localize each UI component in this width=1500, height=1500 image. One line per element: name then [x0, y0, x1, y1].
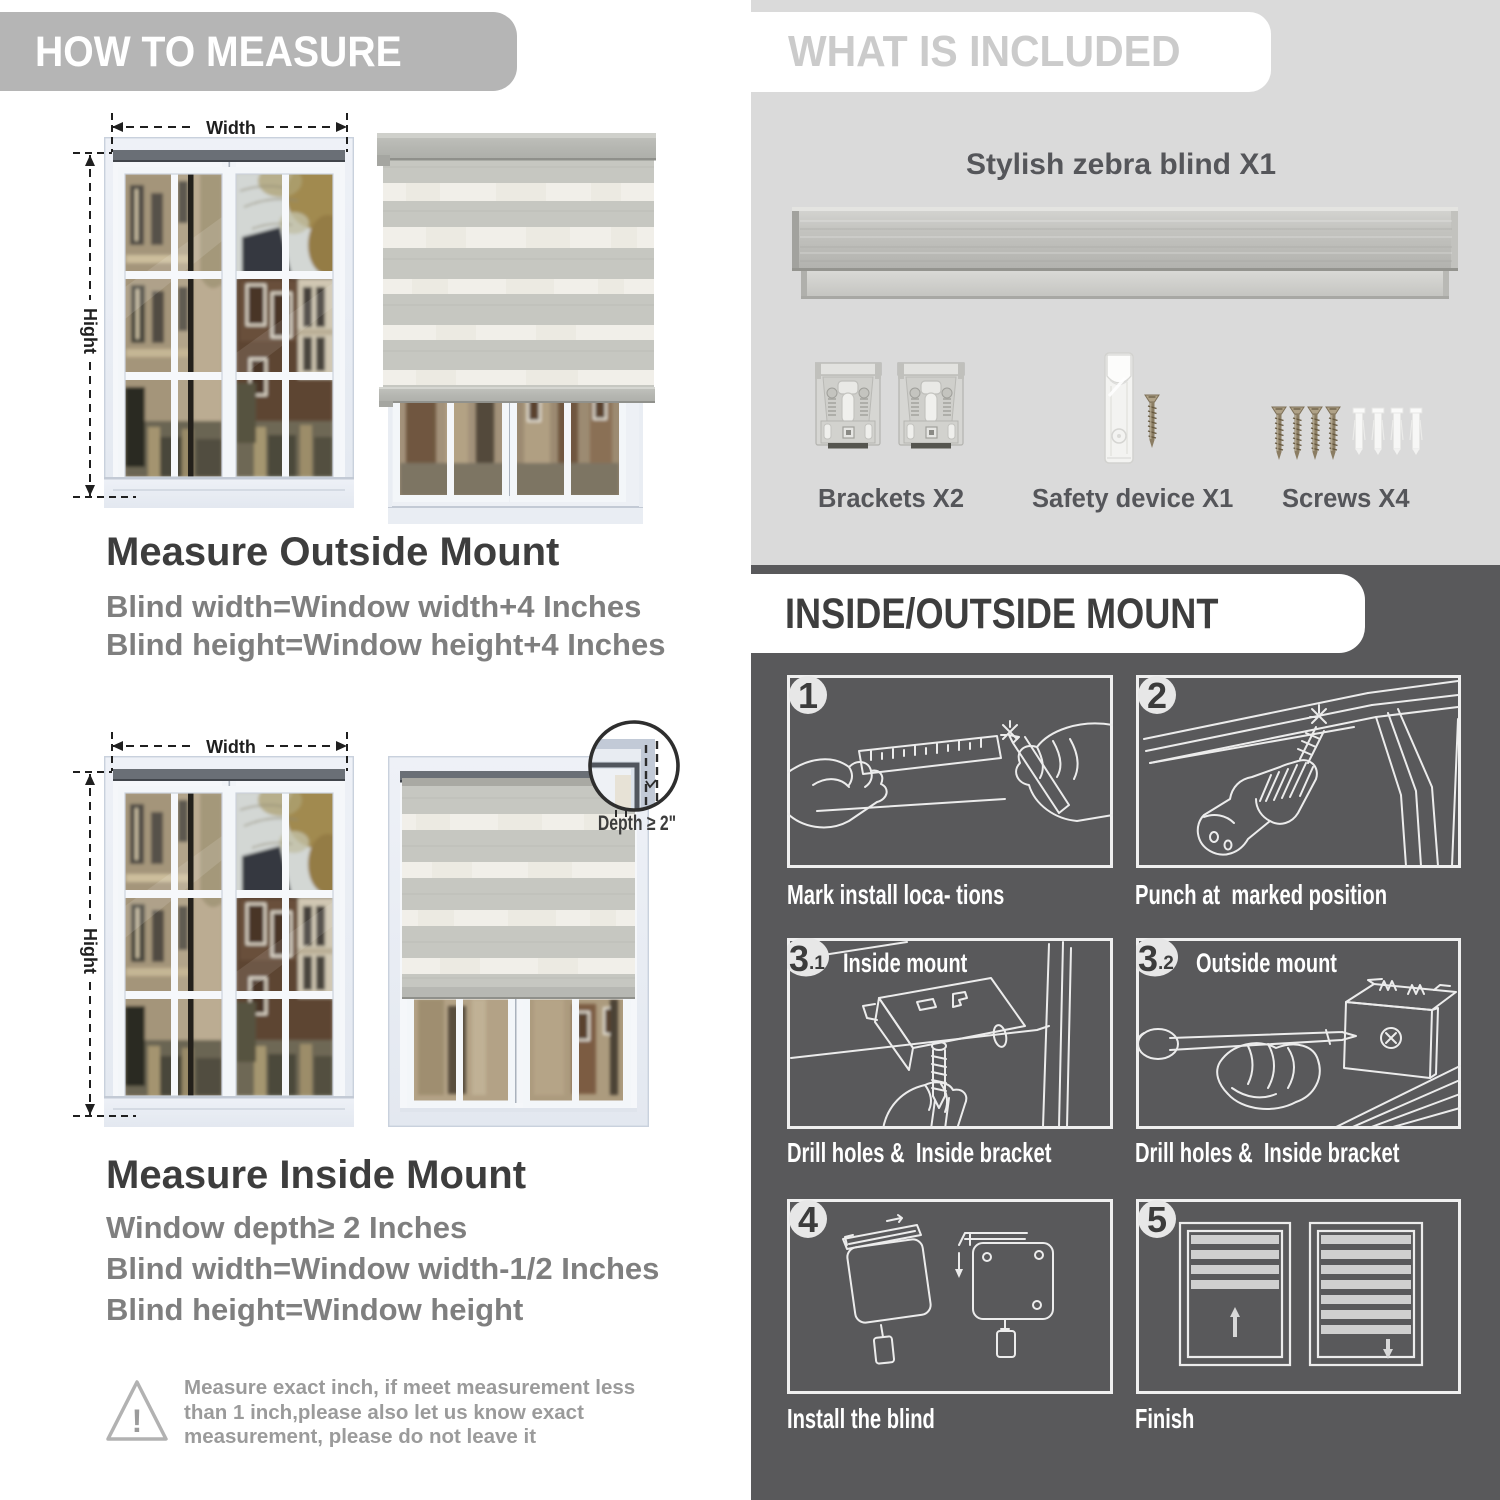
svg-text:Hight: Hight: [80, 308, 100, 354]
svg-text:4: 4: [798, 1199, 818, 1240]
svg-text:5: 5: [1147, 1199, 1167, 1240]
svg-text:Hight: Hight: [80, 928, 100, 974]
svg-text:2: 2: [1147, 675, 1167, 716]
svg-text:!: !: [132, 1403, 143, 1439]
svg-text:Width: Width: [206, 737, 256, 757]
svg-text:Width: Width: [206, 118, 256, 138]
svg-text:.1: .1: [809, 953, 825, 974]
svg-text:Inside mount: Inside mount: [843, 948, 967, 979]
svg-text:Outside mount: Outside mount: [1196, 948, 1337, 979]
svg-text:.2: .2: [1158, 953, 1174, 974]
svg-text:1: 1: [798, 675, 818, 716]
svg-text:3: 3: [789, 938, 809, 979]
svg-text:3: 3: [1138, 938, 1158, 979]
